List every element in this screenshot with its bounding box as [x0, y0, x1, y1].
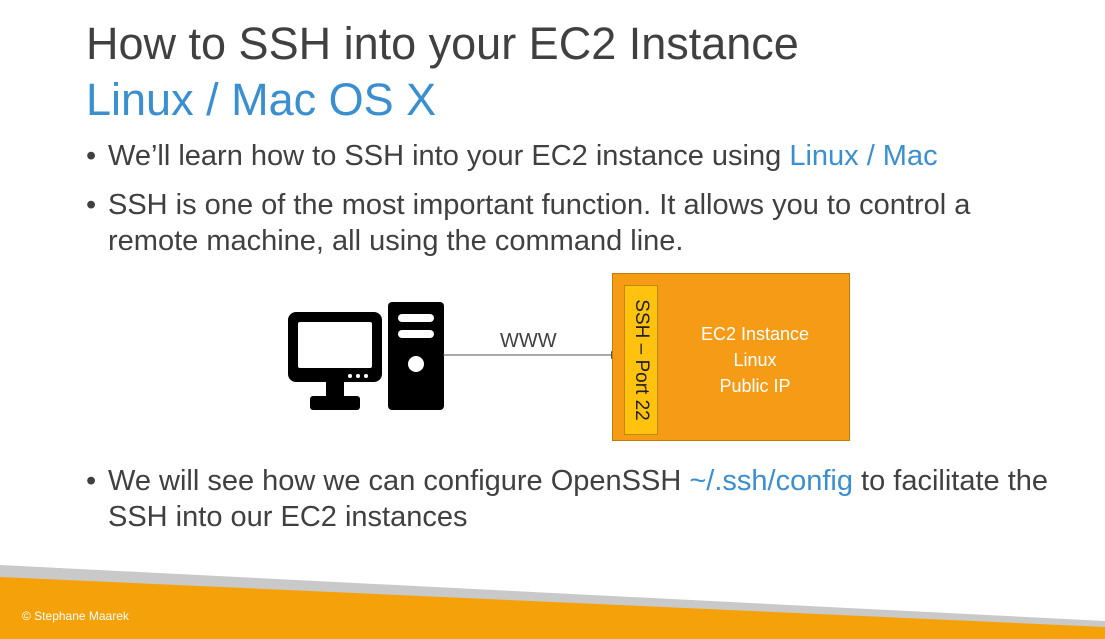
bullet-dot: •: [86, 465, 97, 497]
desktop-computer-icon: [288, 302, 444, 410]
ec2-instance-ip: Public IP: [719, 376, 791, 396]
copyright-text: © Stephane Maarek: [22, 609, 129, 623]
ec2-instance-box: SSH – Port 22 EC2 Instance Linux Public …: [612, 273, 850, 441]
footer-band: [0, 565, 1105, 639]
ec2-instance-os: Linux: [733, 350, 777, 370]
bullet-text: We will see how we can configure OpenSSH: [108, 465, 690, 497]
bullet-ssh-linux-mac: • We’ll learn how to SSH into your EC2 i…: [86, 138, 1066, 174]
connection-label: WWW: [500, 330, 557, 352]
bullet-highlight: ~/.ssh/config: [689, 465, 853, 497]
ec2-instance-title: EC2 Instance: [700, 324, 810, 344]
bullet-text: We’ll learn how to SSH into your EC2 ins…: [108, 140, 790, 172]
slide-subtitle: Linux / Mac OS X: [86, 74, 437, 125]
slide-title: How to SSH into your EC2 Instance: [86, 18, 799, 69]
bullet-ssh-config: • We will see how we can configure OpenS…: [86, 463, 1066, 535]
ec2-instance-details: EC2 Instance Linux Public IP: [665, 321, 845, 399]
bullet-dot: •: [86, 189, 97, 221]
ssh-port-label: SSH – Port 22: [631, 299, 652, 421]
bullet-dot: •: [86, 140, 97, 172]
bullet-ssh-importance: • SSH is one of the most important funct…: [86, 187, 1066, 259]
bullet-text: SSH is one of the most important functio…: [108, 189, 971, 257]
ssh-port-box: SSH – Port 22: [624, 285, 658, 435]
bullet-text-end: to facilitate the SSH into our EC2 insta…: [108, 465, 1049, 533]
bullet-highlight: Linux / Mac: [789, 140, 938, 172]
